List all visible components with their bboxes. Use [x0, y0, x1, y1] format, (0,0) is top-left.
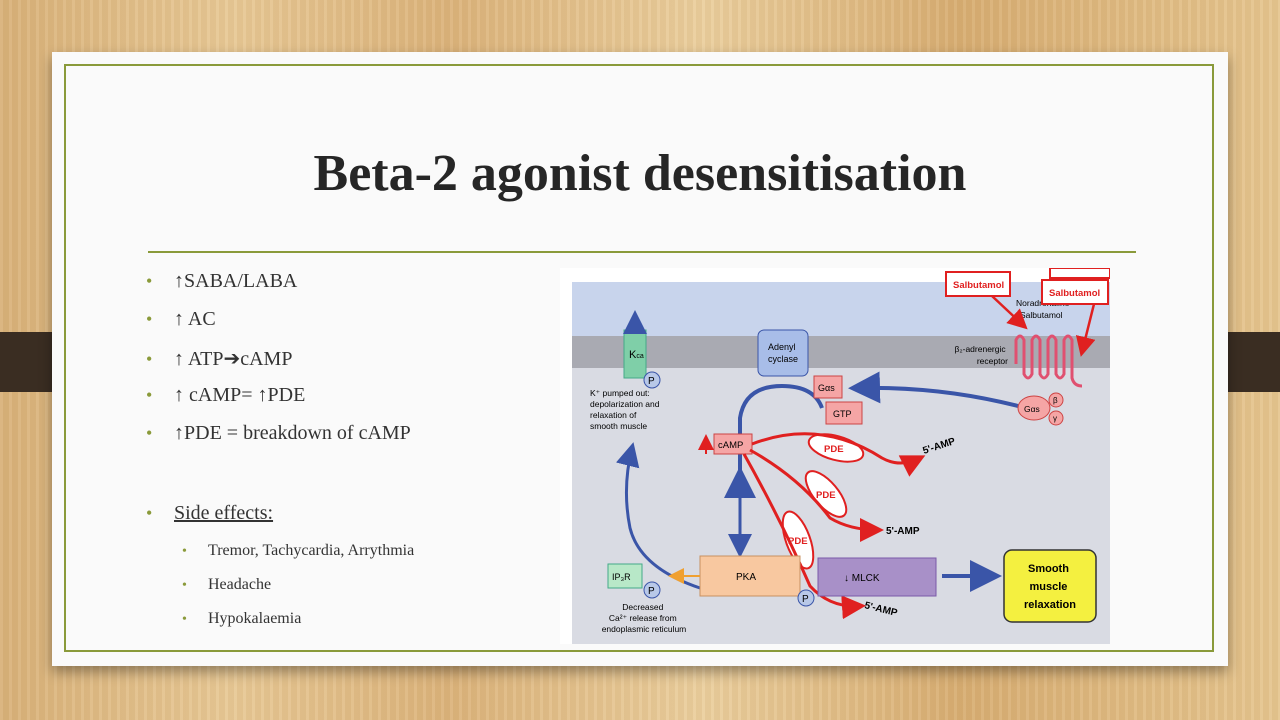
phosphate-label: P [648, 376, 655, 387]
title-rule [148, 251, 1136, 253]
bullet-icon: • [146, 349, 153, 369]
gtp-box [825, 401, 863, 425]
degradation-arrow-1 [751, 432, 926, 477]
mlck-box [817, 557, 937, 597]
bullet-icon: • [146, 503, 153, 523]
bullet-icon: • [182, 578, 187, 593]
pde-ellipse-3 [781, 510, 815, 570]
slide-title: Beta-2 agonist desensitisation [313, 145, 967, 202]
side-effects-heading: •Side effects: [146, 502, 274, 524]
bullet-icon: • [182, 544, 187, 559]
bullet-item: •↑ cAMP= ↑PDE [146, 384, 306, 406]
g-beta-label: β [1053, 396, 1058, 405]
bullet-icon: • [182, 612, 187, 627]
bullet-icon: • [146, 271, 153, 291]
cell-membrane [572, 336, 1110, 368]
adenyl-cyclase [757, 329, 809, 377]
phosphate-mlck-label: P [802, 594, 809, 605]
g-alpha-s-label: Gαs [1024, 404, 1040, 414]
salbutamol-box-1 [945, 271, 1011, 297]
arrow-icon: ➔ [223, 348, 241, 370]
bullet-item: •↑PDE = breakdown of cAMP [146, 422, 411, 444]
degradation-arrow-3 [742, 453, 866, 620]
salbutamol-box-top [1049, 267, 1111, 279]
gas-label: Gαs [818, 383, 835, 393]
amp-label-2: 5'-AMP [886, 526, 920, 537]
receptor-label: β₂-adrenergic receptor [954, 344, 1008, 366]
salbutamol-label-1: Salbutamol [953, 280, 1004, 291]
pka-label: PKA [736, 572, 756, 583]
g-gamma [1048, 410, 1064, 426]
degradation-arrow-2 [749, 448, 884, 542]
pde-label-1: PDE [824, 444, 844, 455]
bullet-item: •↑ AC [146, 308, 216, 330]
slide-frame [64, 64, 1214, 652]
bullet-item: •↑SABA/LABA [146, 270, 298, 292]
salbutamol-box-2 [1041, 279, 1109, 305]
salbutamol-label-2: Salbutamol [1049, 288, 1100, 299]
g-gamma-label: γ [1053, 414, 1057, 423]
ip3r-box [607, 563, 643, 589]
k-pumped-text: K⁺ pumped out: depolarization and relaxa… [590, 388, 662, 431]
phosphate-kca [643, 371, 661, 389]
decreased-ca-text: Decreased Ca²⁺ release from endoplasmic … [602, 602, 687, 634]
g-alpha-s [1017, 395, 1051, 421]
pde-label-2: PDE [816, 490, 836, 501]
salbutamol-arrow-2 [1075, 303, 1096, 357]
diagram-svg: Kca P K⁺ pumped out: depolarization and … [572, 267, 1111, 644]
side-effect-item: •Tremor, Tachycardia, Arrythmia [182, 542, 415, 559]
salbutamol-arrow-1 [991, 295, 1028, 330]
ip3r-label: IP₃R [612, 572, 631, 582]
signalling-diagram: Kca P K⁺ pumped out: depolarization and … [560, 267, 1111, 644]
phosphate-mlck [797, 589, 815, 607]
mlck-label: ↓ MLCK [844, 573, 880, 584]
bullet-icon: • [146, 309, 153, 329]
salbutamol-small-label: Salbutamol [1020, 310, 1063, 320]
beta2-receptor [1014, 334, 1083, 388]
adenyl-cyclase-label: Adenyl cyclase [768, 342, 798, 364]
side-effect-item: •Hypokalaemia [182, 610, 302, 627]
gas-box [813, 375, 843, 399]
pde-label-3: PDE [788, 536, 808, 547]
smooth-muscle-box [1003, 549, 1097, 623]
camp-label: cAMP [718, 440, 743, 451]
smooth-muscle-label: Smooth muscle relaxation [1024, 563, 1076, 611]
g-beta [1048, 392, 1064, 408]
gtp-label: GTP [833, 409, 852, 419]
bullet-item: •↑ ATP➔cAMP [146, 348, 293, 370]
bullet-icon: • [146, 385, 153, 405]
bullet-icon: • [146, 423, 153, 443]
kca-label: Kca [629, 349, 644, 361]
gas-activation-arrow [848, 371, 1019, 408]
phosphate-ip3r [643, 581, 661, 599]
side-effect-item: •Headache [182, 576, 272, 593]
phosphate-ip3r-label: P [648, 586, 655, 597]
slide: Beta-2 agonist desensitisation •↑SABA/LA… [52, 52, 1228, 666]
